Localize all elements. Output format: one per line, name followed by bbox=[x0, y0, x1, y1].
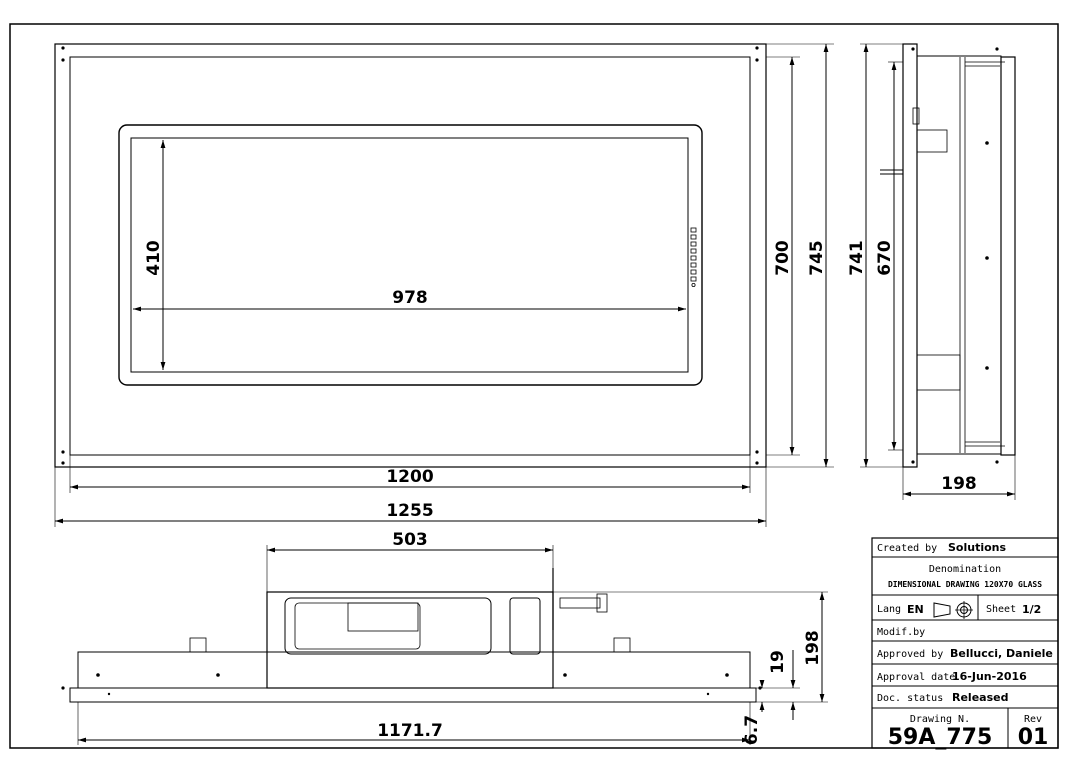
denomination-label: Denomination bbox=[929, 564, 1001, 575]
corner-holes bbox=[61, 46, 759, 465]
denomination-value: DIMENSIONAL DRAWING 120X70 GLASS bbox=[888, 580, 1042, 589]
dim-503: 503 bbox=[392, 530, 428, 550]
side-view: 741 670 198 bbox=[847, 43, 1016, 500]
control-panel bbox=[690, 227, 697, 287]
dim-1171-7: 1171.7 bbox=[377, 721, 443, 741]
drawing-value: 59A_775 bbox=[888, 725, 993, 750]
title-block: Created by Solutions Denomination DIMENS… bbox=[871, 537, 1059, 750]
dim-198-side: 198 bbox=[941, 474, 977, 494]
lang-label: Lang bbox=[877, 604, 901, 615]
front-view: 410 978 700 745 1200 1255 bbox=[54, 43, 834, 527]
glass-inner bbox=[130, 137, 689, 373]
glass-outer bbox=[118, 124, 703, 386]
dim-410: 410 bbox=[144, 240, 164, 276]
bottom-body bbox=[77, 651, 751, 689]
dim-700: 700 bbox=[773, 240, 793, 276]
front-outer-frame bbox=[54, 43, 767, 468]
created-by-value: Solutions bbox=[948, 541, 1006, 554]
approved-value: Bellucci, Daniele bbox=[950, 647, 1053, 660]
approval-date-value: 16-Jun-2016 bbox=[952, 670, 1027, 683]
approved-label: Approved by bbox=[877, 649, 943, 660]
approval-date-label: Approval date bbox=[877, 672, 955, 683]
doc-status-label: Doc. status bbox=[877, 693, 943, 704]
sheet-border bbox=[9, 23, 1059, 749]
dim-670: 670 bbox=[875, 240, 895, 276]
dim-978: 978 bbox=[392, 288, 428, 308]
dim-1200: 1200 bbox=[386, 467, 433, 487]
sheet-label: Sheet bbox=[986, 604, 1016, 615]
sheet-value: 1/2 bbox=[1022, 603, 1041, 616]
side-front-plate bbox=[902, 43, 918, 468]
dim-6-7: 6.7 bbox=[742, 715, 762, 745]
dim-745: 745 bbox=[807, 240, 827, 276]
rev-label: Rev bbox=[1024, 714, 1042, 725]
side-back-plate bbox=[1000, 56, 1016, 456]
dim-19: 19 bbox=[768, 650, 788, 674]
bottom-view: 503 198 19 6.7 1171.7 bbox=[61, 530, 828, 745]
dim-1255: 1255 bbox=[386, 501, 433, 521]
front-inner-frame bbox=[69, 56, 751, 456]
rev-value: 01 bbox=[1018, 725, 1049, 750]
projection-symbol-icon bbox=[933, 601, 973, 619]
lang-value: EN bbox=[907, 603, 924, 616]
bottom-motor-box bbox=[266, 591, 554, 689]
doc-status-value: Released bbox=[952, 691, 1008, 704]
drawing-label: Drawing N. bbox=[910, 714, 970, 725]
modif-label: Modif.by bbox=[877, 627, 925, 638]
bottom-base-plate bbox=[69, 687, 757, 703]
side-body bbox=[916, 55, 1002, 455]
created-by-label: Created by bbox=[877, 543, 937, 554]
dim-741: 741 bbox=[847, 240, 867, 276]
dim-198-bottom: 198 bbox=[803, 630, 823, 666]
